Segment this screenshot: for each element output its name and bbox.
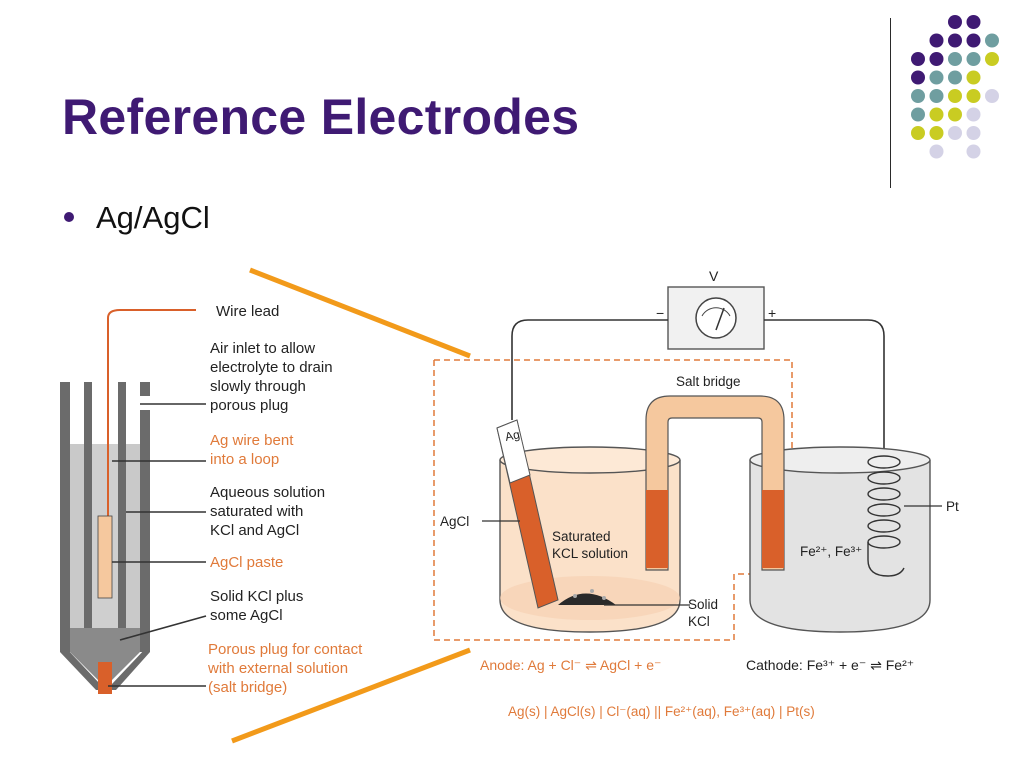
cell-labels: Salt bridge AgCl Saturated KCL solution …: [440, 374, 959, 629]
electrode-body: [60, 309, 196, 694]
slide-title: Reference Electrodes: [62, 89, 580, 145]
voltmeter-minus: −: [656, 305, 664, 321]
voltmeter: V − +: [656, 268, 776, 350]
label-wire-lead: Wire lead: [216, 303, 279, 320]
decorative-dot: [948, 33, 962, 48]
anode-highlight-box: [433, 359, 793, 641]
label-porous-1: Porous plug for contact: [208, 641, 363, 658]
decorative-dot-grid: [911, 15, 999, 159]
decorative-dot: [966, 89, 981, 103]
decorative-vertical-rule: [890, 18, 891, 188]
bullet-text: Ag/AgCl: [96, 200, 210, 235]
decorative-dot: [911, 52, 925, 66]
voltmeter-label: V: [709, 268, 719, 284]
label-porous-2: with external solution: [207, 660, 348, 677]
label-aqueous-2: saturated with: [210, 503, 303, 520]
decorative-dot: [985, 89, 999, 103]
decorative-dot: [948, 52, 962, 66]
pt-coil: [867, 455, 905, 577]
decorative-dot: [929, 107, 944, 122]
decorative-dot: [911, 126, 925, 140]
decorative-dot: [966, 144, 981, 159]
decorative-dot: [929, 144, 944, 159]
decorative-dot: [966, 126, 981, 140]
decorative-dot: [911, 70, 925, 85]
decorative-dot: [948, 126, 962, 140]
pt-label: Pt: [946, 499, 959, 514]
decorative-dot: [929, 126, 944, 140]
wire-left: [511, 319, 668, 420]
decorative-dot: [966, 107, 981, 122]
saturated-label-2: KCL solution: [552, 546, 628, 561]
decorative-dot: [966, 70, 981, 85]
saturated-label-1: Saturated: [552, 529, 611, 544]
label-ag-wire-1: Ag wire bent: [210, 432, 294, 449]
label-porous-3: (salt bridge): [208, 679, 287, 696]
decorative-dot: [985, 52, 999, 66]
ag-electrode: Ag: [496, 419, 559, 609]
label-ag-wire-2: into a loop: [210, 451, 279, 468]
label-air-inlet-4: porous plug: [210, 397, 288, 414]
ag-label: Ag: [504, 427, 521, 444]
decorative-dot: [966, 15, 981, 29]
cathode-beaker: [749, 446, 931, 633]
fe-ions-label: Fe²⁺, Fe³⁺: [800, 544, 862, 559]
decorative-dot: [911, 89, 925, 103]
decorative-dot: [929, 70, 944, 85]
label-air-inlet-1: Air inlet to allow: [210, 340, 315, 357]
bullet-dot-icon: [64, 211, 74, 222]
bullet-item: Ag/AgCl: [64, 200, 210, 236]
label-air-inlet-3: slowly through: [210, 378, 306, 395]
cathode-equation: Cathode: Fe³⁺ + e⁻ ⇌ Fe²⁺: [746, 657, 914, 673]
decorative-dot: [929, 89, 944, 103]
decorative-dot: [911, 107, 925, 122]
solid-label-2: KCl: [688, 614, 710, 629]
solid-label-1: Solid: [688, 597, 718, 612]
label-agcl-paste: AgCl paste: [210, 554, 283, 571]
decorative-dot: [948, 107, 962, 122]
anode-equation: Anode: Ag + Cl⁻ ⇌ AgCl + e⁻: [480, 657, 661, 673]
decorative-dot: [966, 52, 981, 66]
decorative-dot: [948, 15, 962, 29]
label-air-inlet-2: electrolyte to drain: [210, 359, 333, 376]
cell-leader-lines: [482, 505, 942, 606]
decorative-dot: [985, 33, 999, 48]
electrode-leader-lines: [108, 403, 207, 687]
label-solid-kcl-1: Solid KCl plus: [210, 588, 303, 605]
label-solid-kcl-2: some AgCl: [210, 607, 283, 624]
decorative-dot: [948, 89, 962, 103]
zoom-connector-bottom: [231, 647, 471, 744]
electrode-labels: Wire lead Air inlet to allow electrolyte…: [207, 303, 363, 696]
decorative-dot: [929, 33, 944, 48]
cell-notation: Ag(s) | AgCl(s) | Cl⁻(aq) || Fe²⁺(aq), F…: [508, 704, 815, 719]
decorative-dot: [948, 70, 962, 85]
zoom-connector-top: [249, 267, 471, 359]
wire-right: [764, 319, 885, 452]
decorative-dot: [966, 33, 981, 48]
decorative-dot: [929, 52, 944, 66]
label-aqueous-3: KCl and AgCl: [210, 522, 299, 539]
agcl-label: AgCl: [440, 514, 469, 529]
label-aqueous-1: Aqueous solution: [210, 484, 325, 501]
voltmeter-plus: +: [768, 305, 776, 321]
salt-bridge-label: Salt bridge: [676, 374, 741, 389]
